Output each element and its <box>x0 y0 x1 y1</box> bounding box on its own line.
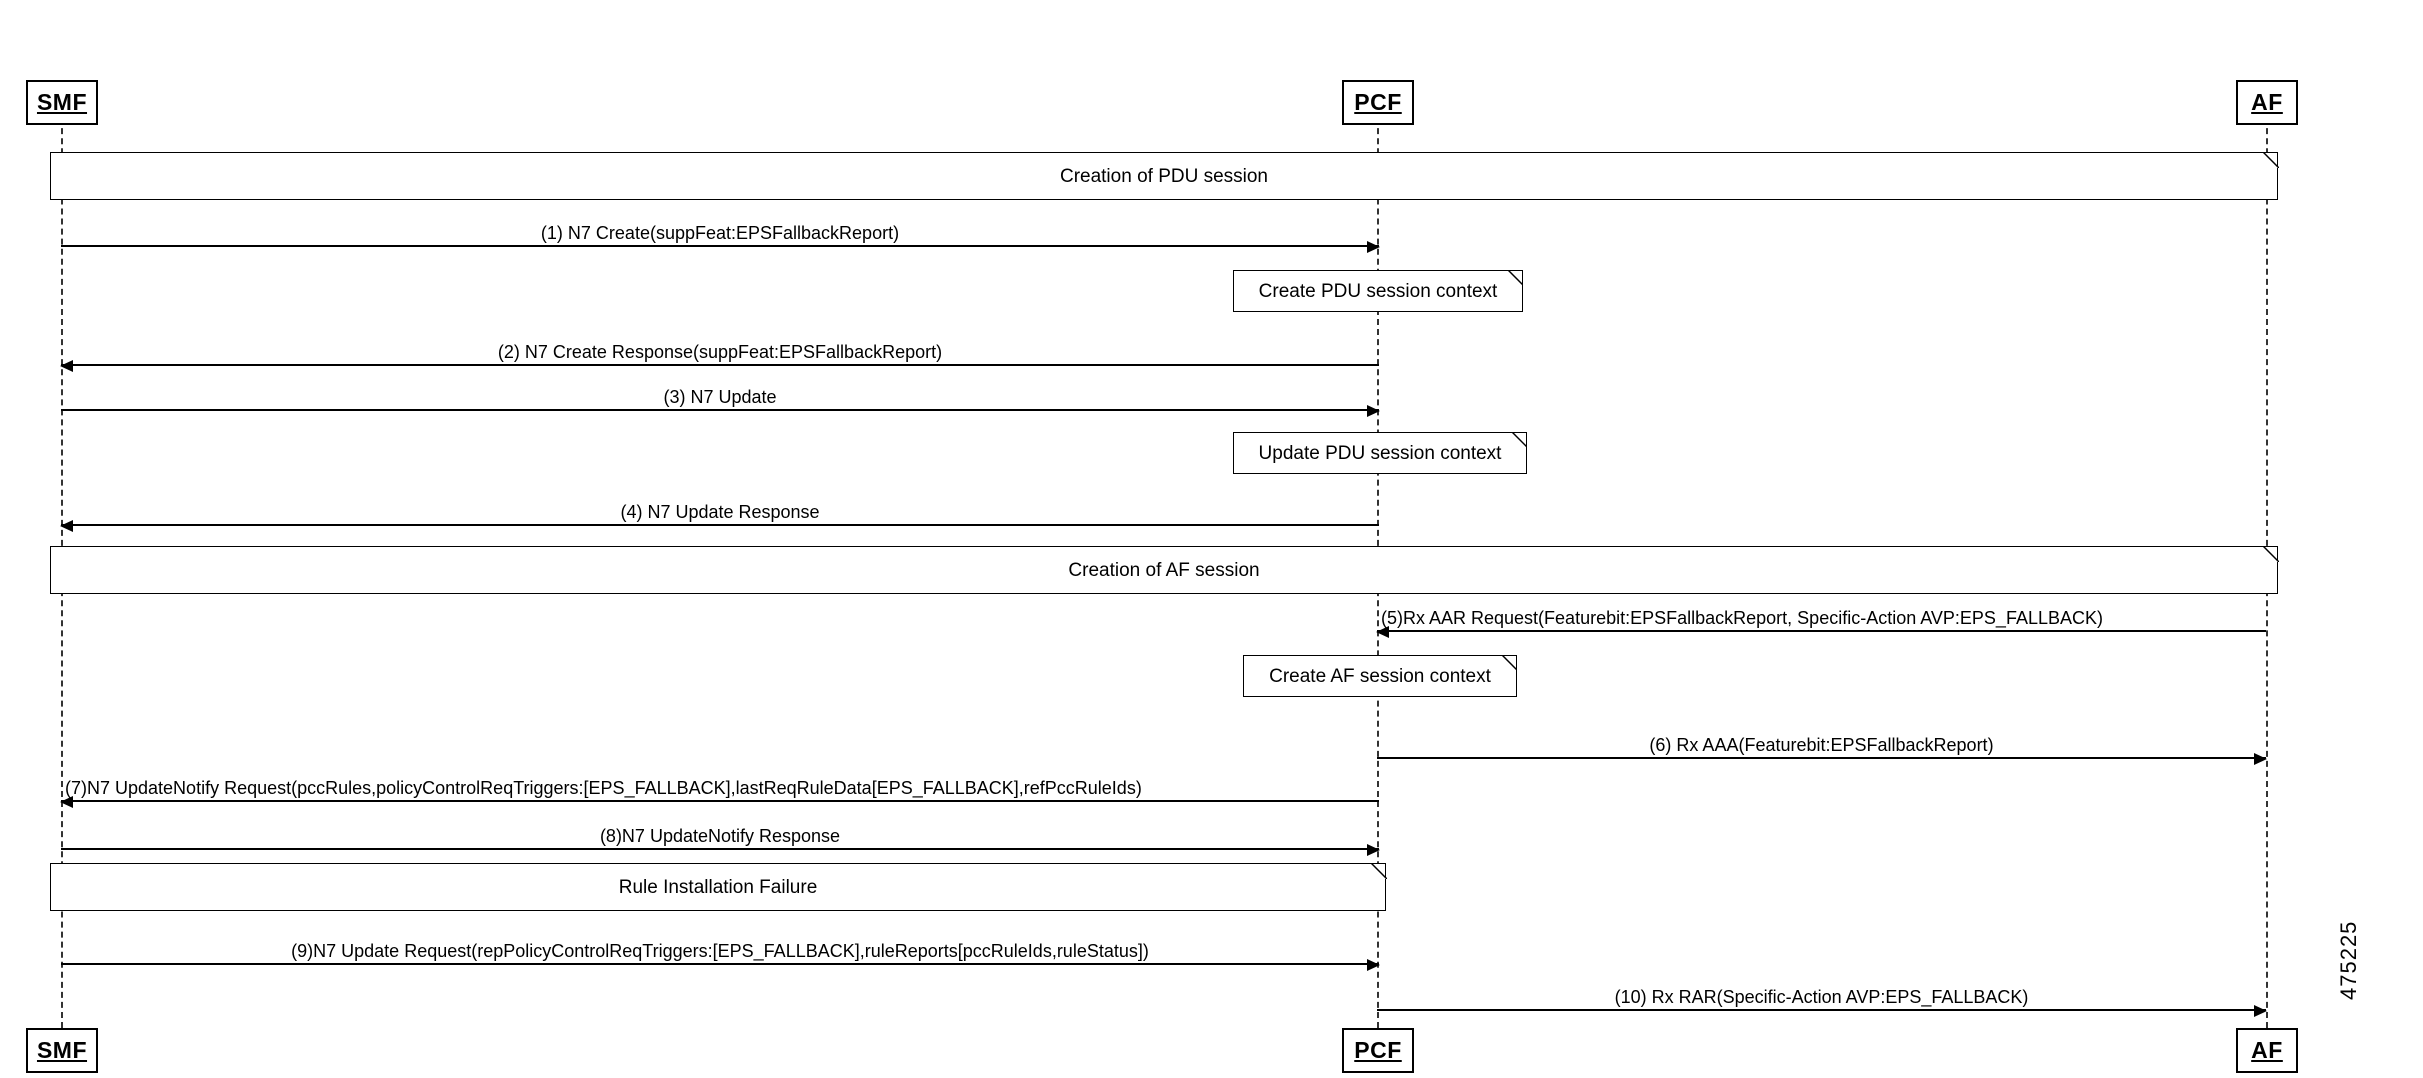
arrowhead-left-icon <box>60 796 73 808</box>
arrowhead-left-icon <box>60 520 73 532</box>
message-9-n7-update-request[interactable]: (9)N7 Update Request(repPolicyControlReq… <box>61 941 1380 971</box>
arrowhead-right-icon <box>2254 1005 2267 1017</box>
arrowhead-left-icon <box>60 360 73 372</box>
message-7-label: (7)N7 UpdateNotify Request(pccRules,poli… <box>65 778 1142 799</box>
fold-corner-icon <box>2262 151 2280 169</box>
message-8-label: (8)N7 UpdateNotify Response <box>599 826 841 847</box>
note-create-af-session-context-label: Create AF session context <box>1269 665 1491 687</box>
arrowhead-right-icon <box>1367 844 1380 856</box>
actor-foot-pcf[interactable]: PCF <box>1342 1028 1414 1073</box>
actor-head-af[interactable]: AF <box>2236 80 2298 125</box>
fold-corner-icon <box>1507 269 1524 286</box>
message-3-label: (3) N7 Update <box>663 387 777 408</box>
message-4-n7-update-response[interactable]: (4) N7 Update Response <box>60 502 1379 532</box>
actor-head-af-label: AF <box>2251 89 2283 115</box>
phase-bar-rule-installation-failure-label: Rule Installation Failure <box>618 876 818 898</box>
message-6-rx-aaa[interactable]: (6) Rx AAA(Featurebit:EPSFallbackReport) <box>1377 735 2267 765</box>
message-4-label: (4) N7 Update Response <box>620 502 820 523</box>
actor-head-pcf[interactable]: PCF <box>1342 80 1414 125</box>
message-5-label: (5)Rx AAR Request(Featurebit:EPSFallback… <box>1381 608 2103 629</box>
arrowhead-right-icon <box>1367 405 1380 417</box>
arrowhead-right-icon <box>1367 959 1380 971</box>
message-7-n7-updatenotify-request[interactable]: (7)N7 UpdateNotify Request(pccRules,poli… <box>60 778 1379 808</box>
note-create-pdu-session-context-label: Create PDU session context <box>1258 280 1498 302</box>
actor-foot-pcf-label: PCF <box>1354 1037 1402 1063</box>
fold-corner-icon <box>1370 862 1388 880</box>
note-create-pdu-session-context: Create PDU session context <box>1233 269 1524 312</box>
arrowhead-left-icon <box>1376 626 1389 638</box>
fold-corner-icon <box>2262 545 2280 563</box>
message-6-label: (6) Rx AAA(Featurebit:EPSFallbackReport) <box>1649 735 1994 756</box>
note-update-pdu-session-context-label: Update PDU session context <box>1258 442 1502 464</box>
actor-foot-af[interactable]: AF <box>2236 1028 2298 1073</box>
arrowhead-right-icon <box>2254 753 2267 765</box>
message-2-n7-create-response[interactable]: (2) N7 Create Response(suppFeat:EPSFallb… <box>60 342 1379 372</box>
fold-corner-icon <box>1511 431 1528 448</box>
figure-id-label: 475225 <box>2336 920 2361 1000</box>
phase-bar-creation-of-pdu-session: Creation of PDU session <box>50 151 2280 200</box>
phase-bar-creation-of-af-session: Creation of AF session <box>50 545 2280 594</box>
message-5-rx-aar-request[interactable]: (5)Rx AAR Request(Featurebit:EPSFallback… <box>1376 608 2266 638</box>
message-10-label: (10) Rx RAR(Specific-Action AVP:EPS_FALL… <box>1614 987 2029 1008</box>
message-8-n7-updatenotify-response[interactable]: (8)N7 UpdateNotify Response <box>61 826 1380 856</box>
phase-bar-creation-of-pdu-session-label: Creation of PDU session <box>1059 165 1269 187</box>
actor-foot-smf[interactable]: SMF <box>26 1028 98 1073</box>
actor-foot-smf-label: SMF <box>36 1037 88 1063</box>
arrowhead-right-icon <box>1367 241 1380 253</box>
actor-head-smf[interactable]: SMF <box>26 80 98 125</box>
note-create-af-session-context: Create AF session context <box>1243 654 1518 697</box>
note-update-pdu-session-context: Update PDU session context <box>1233 431 1528 474</box>
actor-head-smf-label: SMF <box>36 89 88 115</box>
actor-head-pcf-label: PCF <box>1354 89 1402 115</box>
message-1-n7-create[interactable]: (1) N7 Create(suppFeat:EPSFallbackReport… <box>61 223 1380 253</box>
message-1-label: (1) N7 Create(suppFeat:EPSFallbackReport… <box>540 223 900 244</box>
actor-foot-af-label: AF <box>2251 1037 2283 1063</box>
message-9-label: (9)N7 Update Request(repPolicyControlReq… <box>291 941 1149 962</box>
message-10-rx-rar[interactable]: (10) Rx RAR(Specific-Action AVP:EPS_FALL… <box>1377 987 2267 1017</box>
message-2-label: (2) N7 Create Response(suppFeat:EPSFallb… <box>497 342 943 363</box>
fold-corner-icon <box>1501 654 1518 671</box>
message-3-n7-update[interactable]: (3) N7 Update <box>61 387 1380 417</box>
phase-bar-creation-of-af-session-label: Creation of AF session <box>1068 559 1260 581</box>
phase-bar-rule-installation-failure: Rule Installation Failure <box>50 862 1388 911</box>
